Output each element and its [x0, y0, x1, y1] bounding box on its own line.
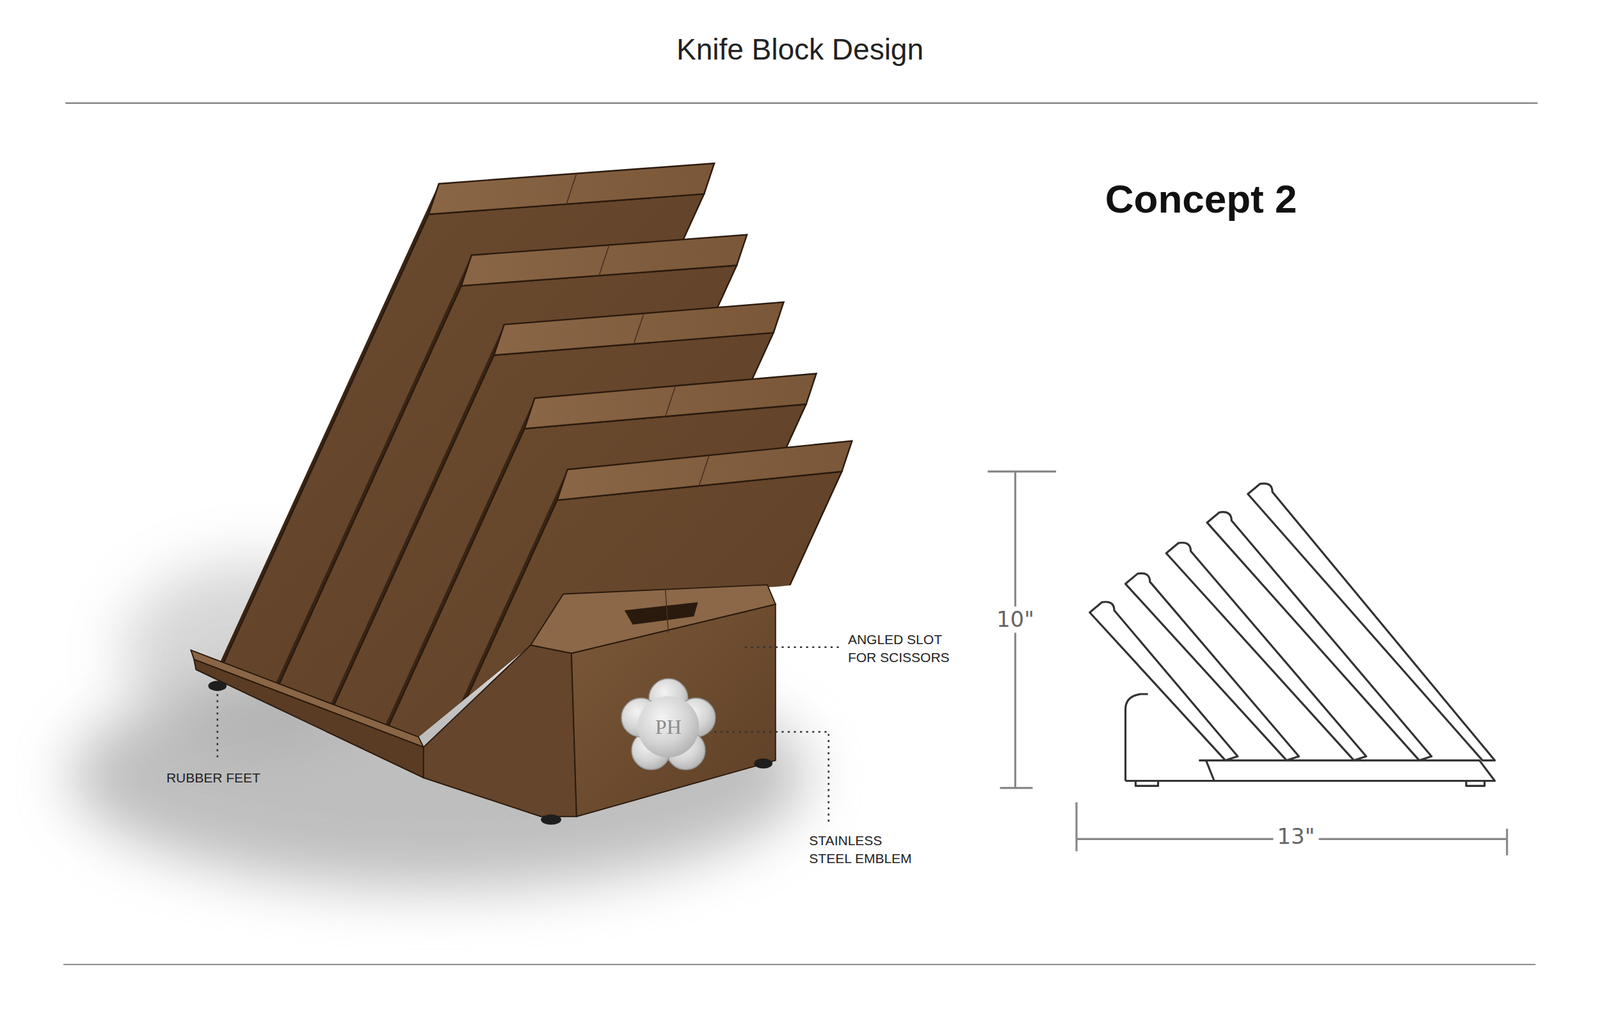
rubber-foot: [208, 680, 227, 691]
scissor-slot: [624, 602, 699, 625]
base-tray-top: [190, 649, 424, 747]
callout-label: STAINLESS STEEL EMBLEM: [808, 831, 928, 867]
leader-line: [744, 645, 840, 648]
bottom-rule: [63, 963, 1536, 965]
stainless-emblem: [621, 678, 716, 770]
dimension-label: 10": [992, 606, 1039, 633]
block-top-face: [530, 584, 776, 653]
callout-label: ANGLED SLOT FOR SCISSORS: [848, 630, 967, 666]
rubber-foot: [753, 757, 773, 768]
leader-line: [714, 731, 829, 823]
rubber-foot: [540, 814, 562, 825]
concept-heading: Concept 2: [1105, 177, 1298, 221]
knife-boards: [209, 163, 852, 980]
emblem-monogram: PH: [655, 716, 682, 737]
callout-label: RUBBER FEET: [166, 768, 261, 786]
page-title: Knife Block Design: [676, 32, 924, 66]
block-left-face: [423, 644, 577, 816]
dimension-label: 13": [1272, 823, 1319, 850]
dimension-line: [987, 471, 1507, 855]
base-tray-front: [193, 659, 424, 778]
side-view-drawing: [1089, 483, 1496, 786]
leader-line: [216, 693, 219, 761]
top-rule: [65, 102, 1538, 104]
